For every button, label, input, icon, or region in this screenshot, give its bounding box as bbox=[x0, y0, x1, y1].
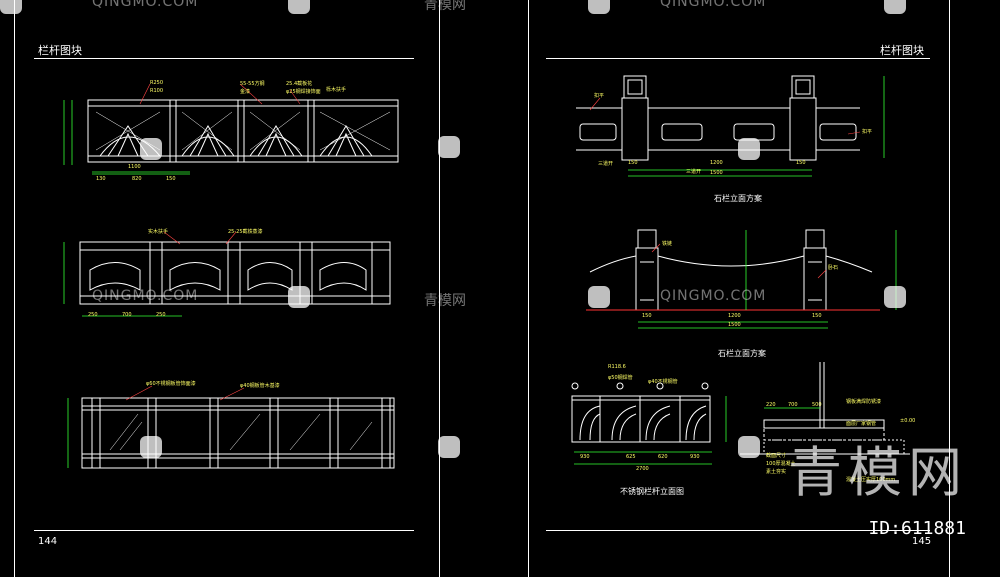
note-glass-2: φ40钢板管木基漆 bbox=[240, 383, 280, 389]
right-page-number: 145 bbox=[912, 536, 932, 547]
note-stone-r: 扣平 bbox=[862, 129, 873, 135]
dim-l2-c: 250 bbox=[156, 312, 166, 318]
railing-elevation-3 bbox=[81, 397, 395, 469]
note-sec-3: 截面尺寸 bbox=[766, 453, 787, 459]
dim-l2-a: 250 bbox=[88, 312, 98, 318]
dim-s-a: 220 bbox=[766, 402, 776, 408]
dim-l1-d: 150 bbox=[166, 176, 176, 182]
right-footer-rule bbox=[546, 530, 930, 531]
note-mesh: 金漆 bbox=[240, 89, 251, 95]
left-footer-rule bbox=[34, 530, 414, 531]
watermark-logo-icon bbox=[588, 0, 610, 14]
note-stone-base: 卧石 bbox=[828, 265, 839, 271]
note-sec-6: 100厚混凝土 bbox=[766, 461, 796, 467]
left-sheet-title: 栏杆图块 bbox=[38, 44, 82, 57]
dim-r3-b: 625 bbox=[626, 454, 636, 460]
left-drawing-sheet bbox=[14, 0, 440, 577]
watermark-logo-icon bbox=[140, 138, 162, 160]
note-radius: R118.6 bbox=[608, 364, 626, 370]
watermark-cn-1: 青模网 bbox=[424, 0, 466, 13]
left-page-number: 144 bbox=[38, 536, 58, 547]
dim-r1-b: 1200 bbox=[710, 160, 723, 166]
stainless-railing bbox=[571, 382, 711, 443]
caption-stone-front-1: 石栏立面方案 bbox=[714, 194, 762, 203]
right-drawing-sheet bbox=[528, 0, 950, 577]
watermark-latin-1: QINGMO.COM bbox=[92, 0, 199, 10]
note-sec-4: 素土夯实 bbox=[766, 469, 787, 475]
watermark-logo-icon bbox=[438, 436, 460, 458]
note-sec-2: 面层厂家钢管 bbox=[846, 421, 877, 427]
note-square-steel: 55-55方钢 bbox=[240, 81, 265, 87]
dim-s-c: 500 bbox=[812, 402, 822, 408]
watermark-latin-4: QINGMO.COM bbox=[660, 288, 767, 304]
note-r100: R100 bbox=[150, 88, 164, 94]
dim-r1-a: 150 bbox=[628, 160, 638, 166]
right-title-rule bbox=[546, 58, 930, 59]
stone-railing-1 bbox=[576, 75, 860, 161]
dim-r3-c: 620 bbox=[658, 454, 668, 460]
caption-steel-front: 不锈钢栏杆立面图 bbox=[620, 487, 684, 496]
note-ss-1: φ50钢焊管 bbox=[608, 375, 633, 381]
note-sec-1: 钢板满焊防锈漆 bbox=[846, 399, 882, 405]
dim-r2-a: 150 bbox=[642, 313, 652, 319]
railing-elevation-1 bbox=[87, 99, 399, 163]
note-wood-rail-2: 实木扶手 bbox=[148, 229, 169, 235]
watermark-logo-icon bbox=[0, 0, 22, 14]
note-ss-2: φ40不锈钢管 bbox=[648, 379, 678, 385]
railing-section bbox=[740, 362, 910, 455]
note-flower: 25.4截板花 bbox=[286, 81, 313, 87]
watermark-latin-3: QINGMO.COM bbox=[92, 288, 199, 304]
note-stone-s2: 三道开 bbox=[686, 169, 702, 175]
watermark-logo-icon bbox=[884, 286, 906, 308]
watermark-logo-icon bbox=[588, 286, 610, 308]
watermark-logo-icon bbox=[288, 286, 310, 308]
dim-r1-d: 1500 bbox=[710, 170, 723, 176]
dim-r3-e: 2700 bbox=[636, 466, 649, 472]
dim-l1-b: 130 bbox=[96, 176, 106, 182]
watermark-logo-icon bbox=[288, 0, 310, 14]
dim-r2-b: 1200 bbox=[728, 313, 741, 319]
watermark-cn-2: 青模网 bbox=[424, 293, 466, 309]
right-sheet-title: 栏杆图块 bbox=[880, 44, 924, 57]
note-sec-5: 混凝土压实厚100mm bbox=[846, 477, 896, 483]
dim-l1-a: 1100 bbox=[128, 164, 141, 170]
dim-r3-a: 930 bbox=[580, 454, 590, 460]
note-glass-1: φ60不锈钢板管饰面漆 bbox=[146, 381, 196, 387]
dim-r2-d: 1500 bbox=[728, 322, 741, 328]
note-stone-s1: 三道开 bbox=[598, 161, 614, 167]
note-iron: 25-25截铁蒸漆 bbox=[228, 229, 263, 235]
dim-l1-c: 820 bbox=[132, 176, 142, 182]
note-level: ±0.00 bbox=[900, 418, 916, 424]
note-stone-cap: 扣平 bbox=[594, 93, 605, 99]
dim-l2-b: 700 bbox=[122, 312, 132, 318]
watermark-logo-icon bbox=[140, 436, 162, 458]
watermark-latin-2: QINGMO.COM bbox=[660, 0, 767, 10]
note-r250: R250 bbox=[150, 80, 164, 86]
watermark-logo-icon bbox=[438, 136, 460, 158]
watermark-brand-large: 青模网 bbox=[788, 441, 968, 504]
note-chain: 铁链 bbox=[662, 241, 673, 247]
note-wood-rail: 栎木扶手 bbox=[326, 87, 347, 93]
dim-s-b: 700 bbox=[788, 402, 798, 408]
dim-r2-c: 150 bbox=[812, 313, 822, 319]
watermark-logo-icon bbox=[884, 0, 906, 14]
watermark-logo-icon bbox=[738, 436, 760, 458]
caption-stone-front-2: 石栏立面方案 bbox=[718, 349, 766, 358]
left-title-rule bbox=[34, 58, 414, 59]
dim-r1-c: 150 bbox=[796, 160, 806, 166]
asset-id: ID:611881 bbox=[868, 518, 966, 539]
dim-r3-d: 930 bbox=[690, 454, 700, 460]
watermark-logo-icon bbox=[738, 138, 760, 160]
note-rod: φ25钢焊接饰面 bbox=[286, 89, 321, 95]
